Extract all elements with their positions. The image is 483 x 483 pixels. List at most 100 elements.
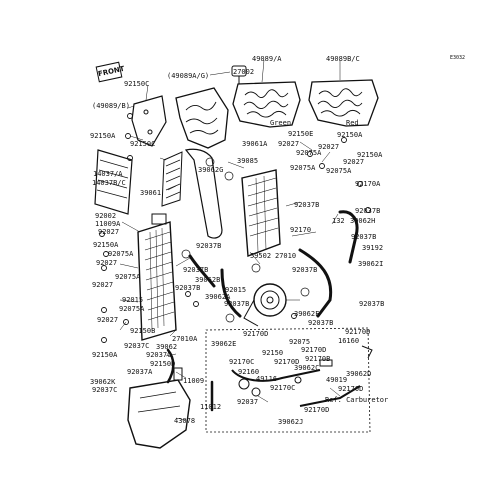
part-label: 92037C [92,386,118,394]
part-label: 92150D [150,360,176,368]
part-label: 92170A [355,180,381,188]
leader-lines [119,59,341,421]
part-label: 92027 [97,316,119,324]
part-label: 92037B [351,233,377,241]
part-label: 92037B [183,266,209,274]
bolts [99,113,371,343]
part-label: Ref. Carburetor [325,396,389,404]
part-label: 39062H [350,217,376,225]
shroud-bracket-left [131,95,167,147]
part-label: (49089A/G) [167,72,210,80]
callout-markers [181,157,310,323]
part-label: 92037C [146,351,172,359]
part-label: 92170D [304,406,330,414]
part-label: 92037B [294,201,320,209]
part-label: 92075A [296,149,322,157]
part-label: 92150 [262,349,284,357]
part-label: 39062I [358,260,384,268]
part-label: 92037B [359,300,385,308]
water-pump [243,283,287,327]
part-label: 39062E [211,340,237,348]
diagram-reference-code: E3032 [450,55,466,61]
part-label: 92170C [270,384,296,392]
shroud-red [308,79,379,127]
part-label: 92170C [229,358,255,366]
part-label: 39061A [242,140,268,148]
part-label: 39062F [294,310,320,318]
part-label: 92150A [93,241,119,249]
part-label: 39062K [90,378,116,386]
part-label: 92075A [290,164,316,172]
part-label: 92037C [124,342,150,350]
part-label: 92075A [108,250,134,258]
radiator-grille [94,149,133,215]
part-label: 39062G [198,166,224,174]
shroud-color-red: Red [346,119,359,127]
part-label: 39062 [156,343,178,351]
part-label: 92015 [225,286,247,294]
part-label: 92027 [318,143,340,151]
part-label: 39062D [346,370,372,378]
part-label: 27010A [172,335,198,343]
hose-39062g [184,148,223,239]
part-label: 92160 [238,368,260,376]
hose-39062a [220,268,242,318]
part-label: 92037B [292,266,318,274]
part-label: 132 [332,217,345,225]
shroud-left [175,87,229,149]
part-label: 92150E [288,130,314,138]
part-label: 92027 [92,281,114,289]
shroud-green [232,81,301,128]
part-label: 92170D [301,346,327,354]
part-label: 92027 [343,158,365,166]
part-label: 39062B [195,276,221,284]
part-label: 92037 [237,398,259,406]
part-label: 92027 [278,140,300,148]
part-label: 92170D [243,330,269,338]
part-label: 92150A [337,131,363,139]
part-label: 92150A [357,151,383,159]
part-label: 59502 [250,252,272,260]
part-label: 92075A [326,167,352,175]
part-label: 92075A [115,273,141,281]
part-label: 92002 [95,212,117,220]
part-label: 92037B [175,284,201,292]
shroud-color-green: Green [270,119,292,127]
reservoir-tank [127,367,191,449]
part-label: 92015 [122,296,144,304]
part-label: 92170D [338,385,364,393]
part-label: 14037/A [93,170,123,178]
radiator-cap [231,65,247,84]
part-label: 92170D [345,328,371,336]
part-label: 39085 [237,157,259,165]
part-label: 92037B [196,242,222,250]
hose-39062f [298,248,333,318]
part-label: 49019 [326,376,348,384]
part-label: 39192 [362,244,384,252]
part-label: 92170 [290,226,312,234]
part-label: 49089B/C [326,55,360,63]
part-label: 39061 [140,189,162,197]
part-label: 92027 [98,228,120,236]
part-label: 49089/A [252,55,282,63]
part-label: 92037A [127,368,153,376]
part-label: 14037B/C [92,179,126,187]
part-label: 92037B [355,207,381,215]
part-label: 92170D [274,358,300,366]
part-label: 92150B [130,327,156,335]
part-label: 92150C [124,80,150,88]
hose-39062h [338,210,359,264]
part-label: 92150A [90,132,116,140]
part-label: 39062A [205,293,231,301]
part-label: 27010 [275,252,297,260]
part-label: 92150C [130,140,156,148]
part-label: 92170B [305,355,331,363]
part-label: 27002 [233,68,255,76]
part-label: 92075 [289,338,311,346]
part-label: 11012 [200,403,222,411]
part-label: 39062J [278,418,304,426]
part-label: 49116 [256,375,278,383]
part-label: 92075A [119,305,145,313]
